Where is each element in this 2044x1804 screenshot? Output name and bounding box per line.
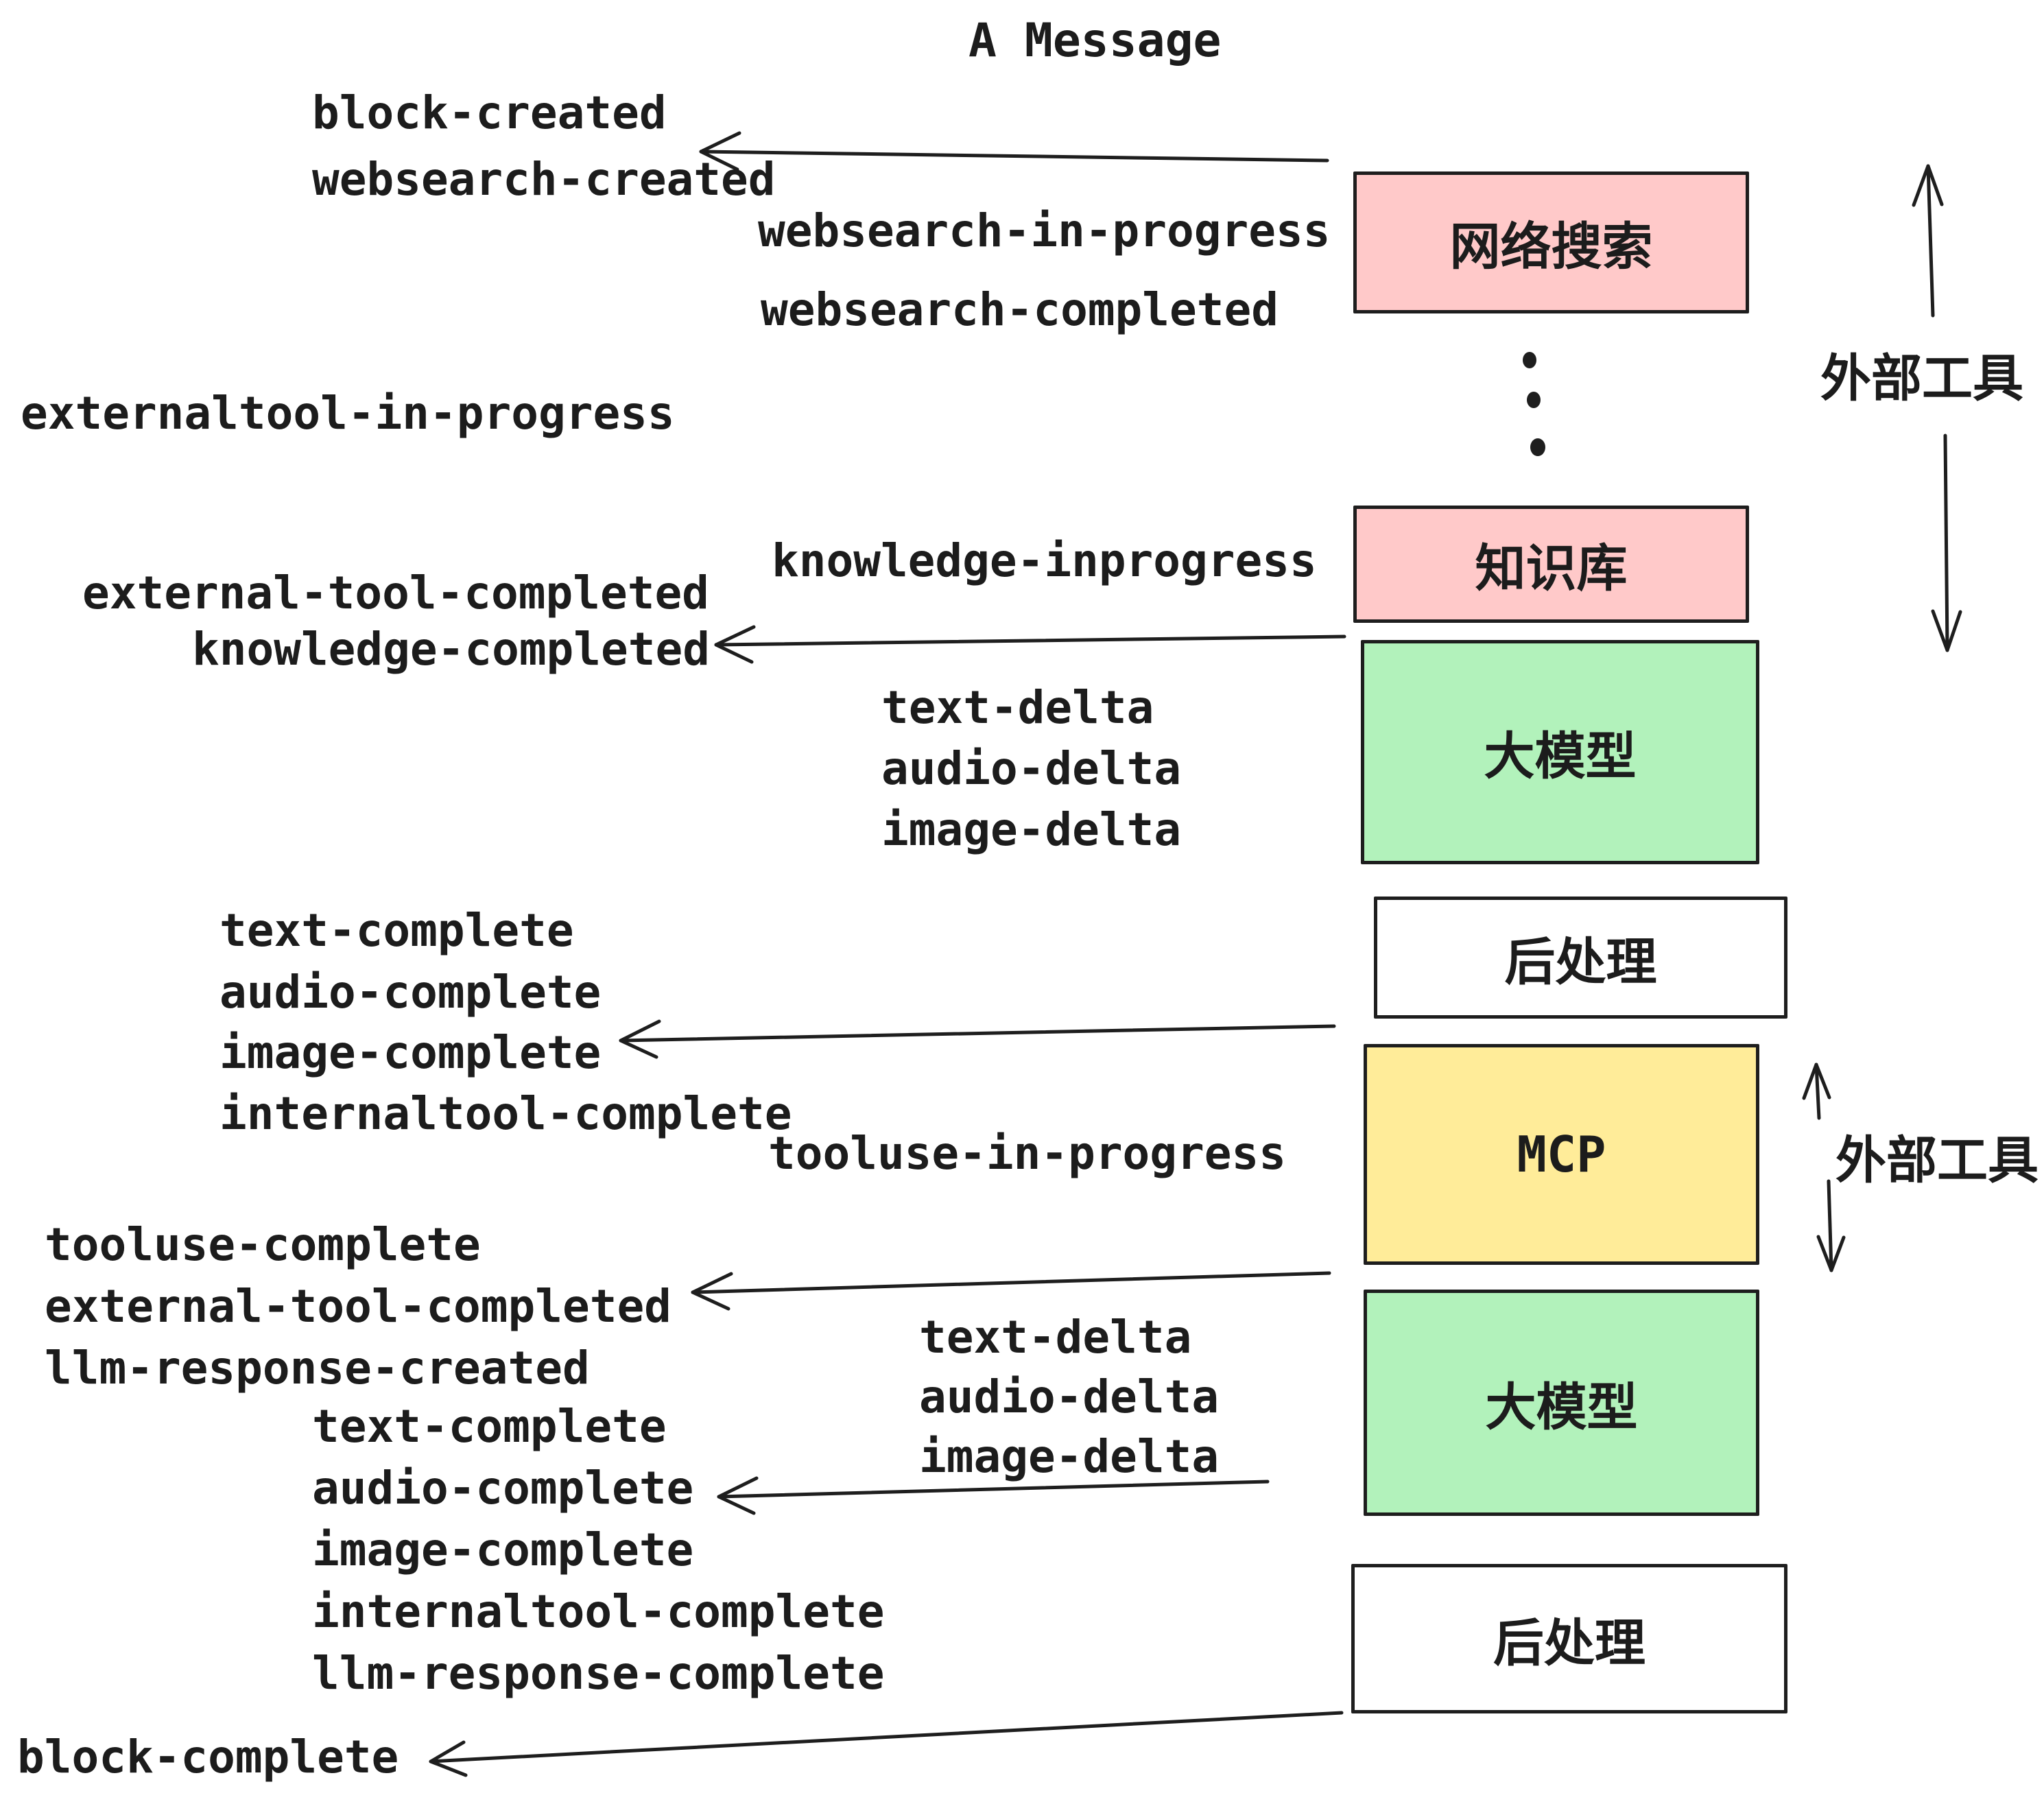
label-external-tools-middle: 外部工具 (1835, 1131, 2039, 1190)
arrow-knowledge-completed (714, 625, 1346, 664)
box-mcp: MCP (1364, 1044, 1759, 1265)
event-internaltool-complete-2: internaltool-complete (312, 1585, 885, 1638)
box-llm-bottom-label: 大模型 (1485, 1377, 1638, 1437)
arrow-external-tools-down-1 (1931, 434, 1962, 652)
event-knowledge-completed: knowledge-completed (192, 623, 710, 676)
box-knowledge-label: 知识库 (1475, 539, 1628, 598)
arrow-external-tools-down-2 (1816, 1179, 1846, 1272)
box-llm-top-label: 大模型 (1484, 727, 1637, 786)
event-internaltool-complete-1: internaltool-complete (219, 1087, 792, 1140)
event-audio-delta-1: audio-delta (881, 742, 1182, 795)
event-audio-complete-1: audio-complete (219, 966, 602, 1019)
event-text-complete-1: text-complete (219, 904, 574, 957)
arrow-block-complete (429, 1711, 1344, 1777)
page-title: A Message (968, 14, 1222, 68)
box-websearch: 网络搜索 (1353, 171, 1749, 313)
event-llm-response-created: llm-response-created (45, 1342, 590, 1394)
event-externaltool-in-progress: externaltool-in-progress (21, 387, 675, 440)
event-block-created: block-created (312, 86, 667, 139)
box-mcp-label: MCP (1517, 1126, 1606, 1183)
event-websearch-completed: websearch-completed (761, 283, 1279, 336)
box-llm-bottom: 大模型 (1364, 1290, 1759, 1516)
box-postprocess-bottom: 后处理 (1351, 1564, 1787, 1713)
event-audio-delta-2: audio-delta (919, 1370, 1220, 1423)
event-text-complete-2: text-complete (312, 1400, 667, 1453)
event-image-complete-2: image-complete (312, 1523, 694, 1576)
event-websearch-created: websearch-created (312, 153, 776, 206)
event-tooluse-complete: tooluse-complete (45, 1218, 481, 1271)
box-postprocess-top-label: 后处理 (1504, 932, 1657, 992)
arrow-audio-complete (717, 1476, 1270, 1515)
arrow-external-tools-up-2 (1802, 1063, 1831, 1120)
box-postprocess-top: 后处理 (1374, 897, 1787, 1019)
label-external-tools-top: 外部工具 (1820, 349, 2023, 408)
event-text-delta-2: text-delta (919, 1311, 1192, 1364)
event-external-tool-completed-2: external-tool-completed (45, 1280, 672, 1333)
event-knowledge-inprogress: knowledge-inprogress (772, 534, 1317, 587)
event-llm-response-complete: llm-response-complete (312, 1647, 885, 1700)
event-image-complete-1: image-complete (219, 1026, 602, 1079)
box-knowledge: 知识库 (1353, 506, 1749, 623)
arrow-external-tool-completed (691, 1271, 1331, 1311)
box-websearch-label: 网络搜索 (1449, 217, 1653, 276)
event-image-delta-1: image-delta (881, 803, 1182, 856)
event-external-tool-completed-1: external-tool-completed (82, 567, 709, 619)
ellipsis-dots-icon (1523, 352, 1545, 456)
arrow-block-created (699, 131, 1329, 171)
event-audio-complete-2: audio-complete (312, 1462, 694, 1515)
event-block-complete: block-complete (17, 1731, 399, 1783)
arrow-external-tools-up-1 (1912, 164, 1944, 318)
event-tooluse-in-progress: tooluse-in-progress (768, 1127, 1286, 1180)
box-llm-top: 大模型 (1361, 640, 1759, 864)
event-image-delta-2: image-delta (919, 1430, 1220, 1483)
box-postprocess-bottom-label: 后处理 (1493, 1613, 1645, 1673)
event-websearch-in-progress: websearch-in-progress (758, 204, 1331, 257)
event-text-delta-1: text-delta (881, 681, 1154, 734)
arrow-image-complete (619, 1019, 1336, 1059)
